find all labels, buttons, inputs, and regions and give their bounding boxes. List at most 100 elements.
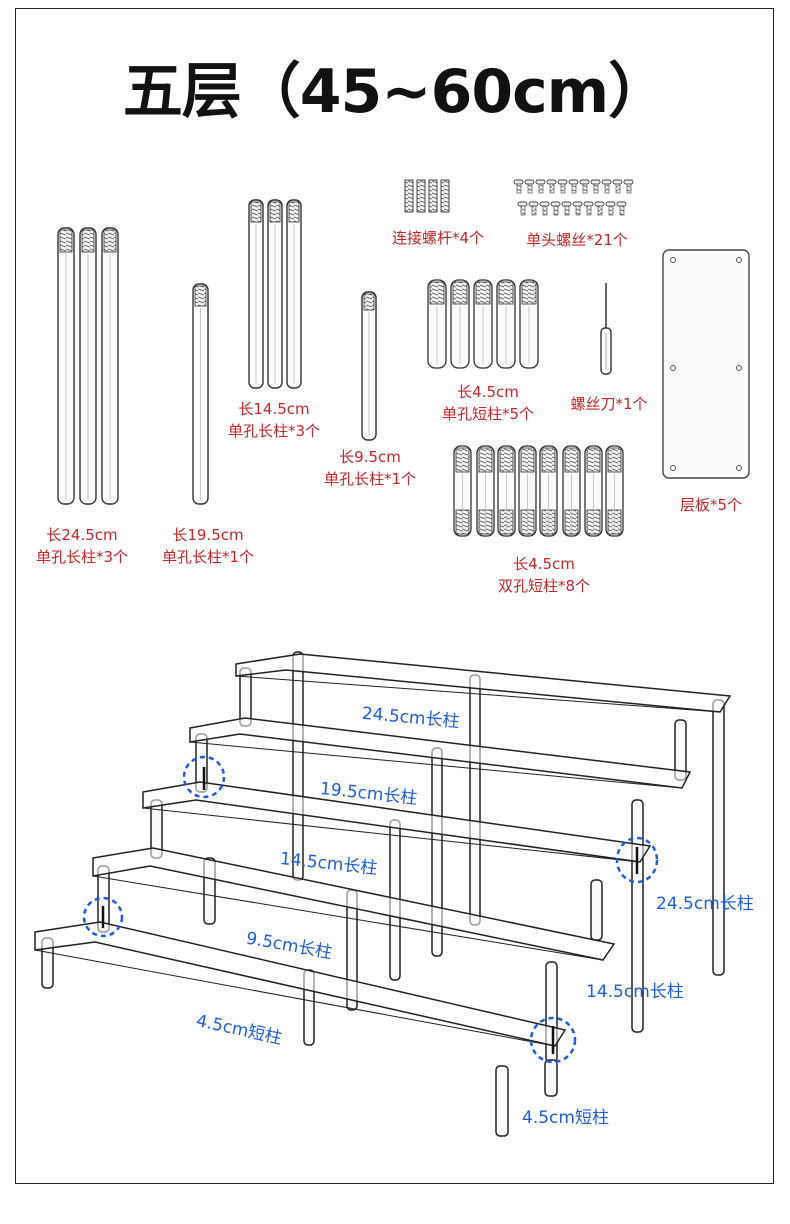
page-title: 五层（45~60cm）: [122, 57, 668, 127]
thread: [564, 447, 579, 473]
screw-shaft: [619, 205, 625, 216]
screw-shaft: [538, 183, 544, 194]
screw-head: [539, 201, 550, 207]
screw-shaft: [586, 205, 592, 216]
screw-head: [524, 179, 535, 185]
screw-shaft: [516, 183, 522, 194]
screw-head: [517, 201, 528, 207]
screw-head: [546, 179, 557, 185]
marker-circle: [615, 836, 659, 884]
highlight-markers: [82, 755, 659, 1064]
dim-14-5-right: 14.5cm长柱: [586, 982, 684, 1002]
screw-shaft: [531, 205, 537, 216]
thread: [541, 447, 556, 473]
thread: [498, 281, 514, 305]
connect-screws-label: 连接螺杆*4个: [391, 229, 485, 247]
connect-screw: [416, 179, 426, 213]
single-head-screws: [513, 179, 634, 216]
screw-head: [616, 201, 627, 207]
thread: [59, 229, 73, 253]
pillar-9-5cm: [361, 291, 377, 441]
screw-head: [513, 179, 524, 185]
short-double-size: 长4.5cm: [513, 555, 575, 573]
screw-shaft: [564, 205, 570, 216]
pillar-9-5-size: 长9.5cm: [339, 448, 401, 466]
short-single-size: 长4.5cm: [457, 383, 519, 401]
screw-head: [605, 201, 616, 207]
screw-head: [550, 201, 561, 207]
thread: [452, 281, 468, 305]
screw-head: [601, 179, 612, 185]
pillar-14-5-label: 长14.5cm 单孔长柱*3个: [216, 398, 332, 442]
screw-shaft: [549, 183, 555, 194]
pillar-24-5-size: 长24.5cm: [46, 526, 118, 544]
stand-assembly: [34, 651, 732, 1137]
screw-head: [612, 179, 623, 185]
screw-head: [568, 179, 579, 185]
pillar-19-5-label: 长19.5cm 单孔长柱*1个: [150, 524, 266, 568]
pillars-14-5cm: [248, 199, 302, 389]
short-single-pillars: [427, 279, 539, 369]
screw-shaft: [608, 205, 614, 216]
pillar-24-5-label: 长24.5cm 单孔长柱*3个: [24, 524, 140, 568]
shelf-board: [662, 249, 750, 479]
pillar-9-5-label: 长9.5cm 单孔长柱*1个: [312, 446, 428, 490]
screw-shaft: [593, 183, 599, 194]
short-single-label: 长4.5cm 单孔短柱*5个: [430, 381, 546, 425]
marker-circle: [82, 896, 124, 938]
connect-screws: [404, 179, 450, 213]
thread: [250, 201, 262, 223]
screw-shaft: [553, 205, 559, 216]
short-double-desc: 双孔短柱*8个: [497, 577, 591, 595]
connect-screw: [404, 179, 414, 213]
screw-shaft: [520, 205, 526, 216]
pillars-24-5cm: [57, 227, 119, 505]
screw-shaft: [560, 183, 566, 194]
image-frame: [15, 8, 774, 1184]
thread: [429, 281, 445, 305]
dim-24-5-right: 24.5cm长柱: [656, 894, 754, 914]
pillar-14-5-desc: 单孔长柱*3个: [227, 422, 321, 440]
screw-head: [561, 201, 572, 207]
thread: [288, 201, 300, 223]
shelves: [34, 653, 732, 1047]
screw-shaft: [604, 183, 610, 194]
shelf-board-label: 层板*5个: [679, 496, 743, 514]
thread: [455, 447, 470, 473]
screw-head: [579, 179, 590, 185]
screw-head: [572, 201, 583, 207]
screw-shaft: [571, 183, 577, 194]
thread: [475, 281, 491, 305]
thread: [81, 229, 95, 253]
shelf-edges: [34, 675, 721, 1047]
thread: [194, 285, 207, 307]
pillar-14-5-size: 长14.5cm: [238, 400, 310, 418]
connect-screw: [428, 179, 438, 213]
screw-shaft: [527, 183, 533, 194]
pillar-19-5cm: [192, 283, 209, 505]
thread: [520, 447, 535, 473]
dim-4-5-bottom: 4.5cm短柱: [522, 1108, 609, 1128]
screw-shaft: [626, 183, 632, 194]
screw-shaft: [582, 183, 588, 194]
pillar-19-5-size: 长19.5cm: [172, 526, 244, 544]
screw-head: [557, 179, 568, 185]
front-posts: [41, 667, 687, 1137]
screw-head: [528, 201, 539, 207]
screw-head: [535, 179, 546, 185]
marker-circle: [182, 755, 226, 799]
short-double-pillars: [453, 445, 624, 537]
pillar-9-5-desc: 单孔长柱*1个: [323, 470, 417, 488]
thread: [521, 281, 537, 305]
screw-head: [623, 179, 634, 185]
screw-shaft: [575, 205, 581, 216]
thread: [478, 447, 493, 473]
connect-screw: [440, 179, 450, 213]
single-head-screws-label: 单头螺丝*21个: [526, 231, 628, 249]
pillar-19-5-desc: 单孔长柱*1个: [161, 548, 255, 566]
screw-head: [594, 201, 605, 207]
pillar-24-5-desc: 单孔长柱*3个: [35, 548, 129, 566]
thread: [607, 447, 622, 473]
screwdriver-label: 螺丝刀*1个: [570, 395, 648, 413]
